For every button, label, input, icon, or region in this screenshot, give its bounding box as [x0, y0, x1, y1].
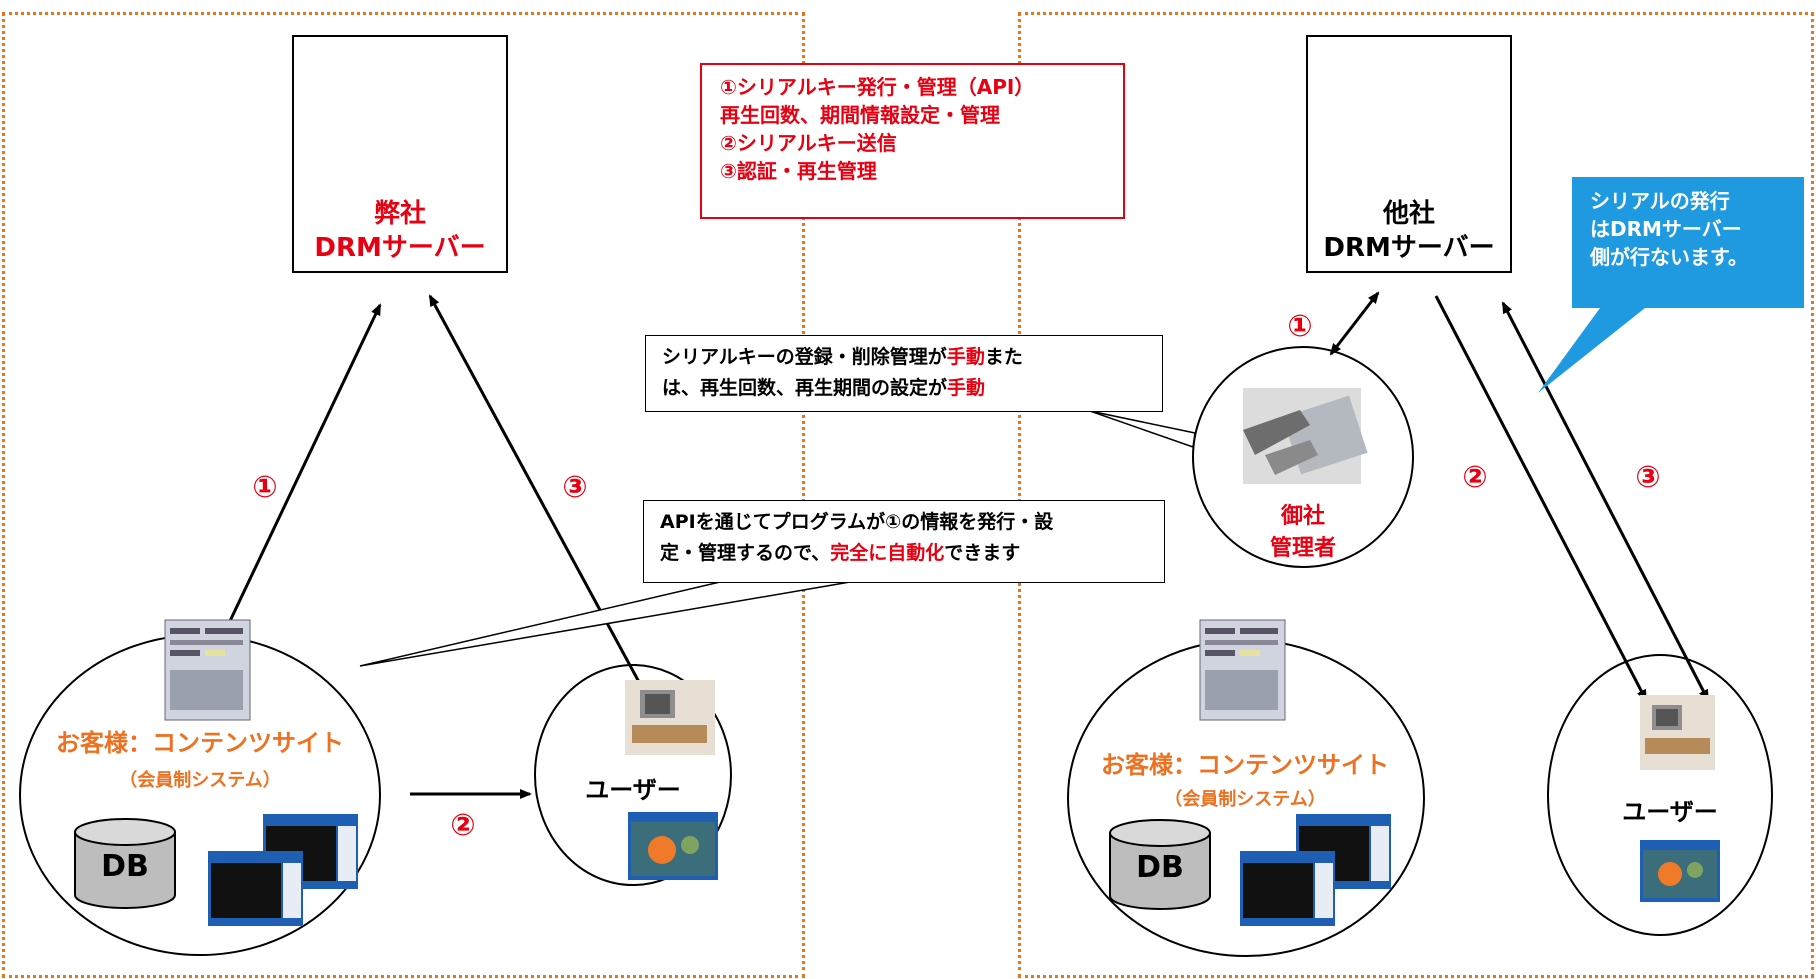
callout-manual-l2b: 手動: [947, 377, 986, 399]
callout-manual-l1b: 手動: [946, 346, 985, 368]
right-frame: [1018, 12, 1814, 978]
left-drm-server-box: 弊社 DRMサーバー: [292, 35, 508, 273]
right-video-window-front: [1240, 851, 1335, 926]
right-user-label: ユーザー: [1622, 798, 1718, 826]
right-db-label: DB: [1136, 850, 1184, 885]
legend-line-1: ①シリアルキー発行・管理（API）: [720, 75, 1035, 99]
arrow-right-step3: [1501, 301, 1710, 702]
callout-manual-l2a: は、再生回数、再生期間の設定が: [662, 377, 948, 399]
callout-manual-l1a: シリアルキーの登録・削除管理が: [662, 346, 947, 368]
note-line-1: シリアルの発行: [1590, 189, 1730, 213]
callout-api: APIを通じてプログラムが①の情報を発行・設 定・管理するので、完全に自動化でき…: [643, 500, 1165, 583]
legend-line-2: 再生回数、期間情報設定・管理: [720, 103, 1000, 127]
arrow-right-step1: [1329, 291, 1380, 356]
note-line-2: はDRMサーバー: [1590, 217, 1742, 241]
right-user-video-thumb: [1640, 840, 1720, 902]
callout-api-l2c: できます: [944, 542, 1021, 564]
note-line-3: 側が行ないます。: [1590, 245, 1748, 269]
left-user-label: ユーザー: [585, 776, 681, 804]
left-video-window-front: [208, 851, 303, 926]
legend-line-3: ②シリアルキー送信: [720, 131, 897, 155]
note-tail: [1538, 308, 1645, 393]
left-site-title: お客様：コンテンツサイト: [56, 729, 344, 757]
admin-typing-photo: [1243, 388, 1368, 484]
left-step-3: ③: [562, 470, 588, 505]
callout-api-l2b: 完全に自動化: [830, 542, 945, 564]
callout-manual: シリアルキーの登録・削除管理が手動また は、再生回数、再生期間の設定が手動: [645, 335, 1163, 412]
arrow-left-step1: [219, 303, 382, 642]
callout-api-l2a: 定・管理するので、: [660, 542, 831, 564]
legend-line-4: ③認証・再生管理: [720, 159, 877, 183]
right-drm-server-box: 他社 DRMサーバー: [1306, 35, 1512, 273]
right-step-2: ②: [1462, 460, 1488, 495]
arrow-left-step3: [428, 294, 648, 697]
left-frame: [2, 12, 805, 978]
callout-manual-tail: [1089, 410, 1196, 449]
left-user-computer-photo: [625, 680, 715, 755]
left-db-label: DB: [101, 849, 149, 884]
right-user-computer-photo: [1640, 695, 1715, 770]
left-user-video-thumb: [628, 812, 718, 880]
right-step-3: ③: [1635, 460, 1661, 495]
admin-label-2: 管理者: [1269, 536, 1336, 561]
callout-manual-l1c: また: [984, 346, 1023, 368]
right-site-subtitle: （会員制システム）: [1164, 789, 1326, 810]
admin-circle: [1192, 346, 1414, 568]
right-site-server-icon: [1199, 619, 1286, 721]
left-step-2: ②: [450, 808, 476, 843]
left-db-cylinder: [74, 818, 176, 909]
arrow-right-step2: [1434, 295, 1648, 702]
right-db-cylinder: [1109, 819, 1211, 910]
legend-box: ①シリアルキー発行・管理（API） 再生回数、期間情報設定・管理 ②シリアルキー…: [700, 63, 1125, 219]
left-site-server-icon: [164, 619, 251, 721]
right-server-title-1: 他社: [1382, 199, 1435, 229]
right-step-1: ①: [1287, 309, 1313, 344]
right-server-title-2: DRMサーバー: [1323, 233, 1495, 263]
left-site-subtitle: （会員制システム）: [119, 770, 281, 791]
left-step-1: ①: [252, 470, 278, 505]
admin-label-1: 御社: [1280, 504, 1325, 529]
left-server-title-1: 弊社: [373, 199, 426, 229]
right-site-title: お客様：コンテンツサイト: [1101, 751, 1389, 779]
callout-api-l1: APIを通じてプログラムが①の情報を発行・設: [660, 511, 1054, 533]
note-serial-issued-by-drm: シリアルの発行 はDRMサーバー 側が行ないます。: [1572, 177, 1804, 308]
callout-api-tail: [359, 581, 851, 667]
left-server-title-2: DRMサーバー: [314, 233, 486, 263]
